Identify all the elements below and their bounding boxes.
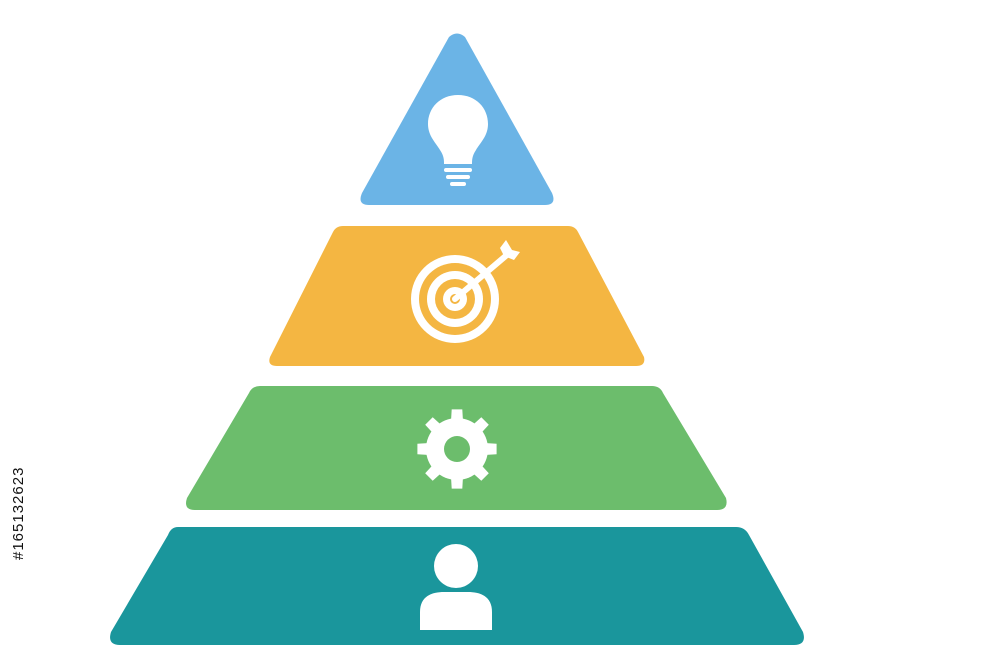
pyramid-tier-third [186, 386, 727, 510]
pyramid-tier-base [110, 527, 804, 645]
gear-icon [417, 409, 497, 489]
lightbulb-icon [428, 95, 488, 186]
gear-hole [444, 436, 470, 462]
pyramid-tier-second [269, 226, 645, 366]
person-icon [420, 544, 492, 630]
stock-id-label: #165132623 [10, 466, 27, 560]
target-arrow-icon [411, 240, 520, 343]
pyramid-tier-top [360, 33, 554, 205]
